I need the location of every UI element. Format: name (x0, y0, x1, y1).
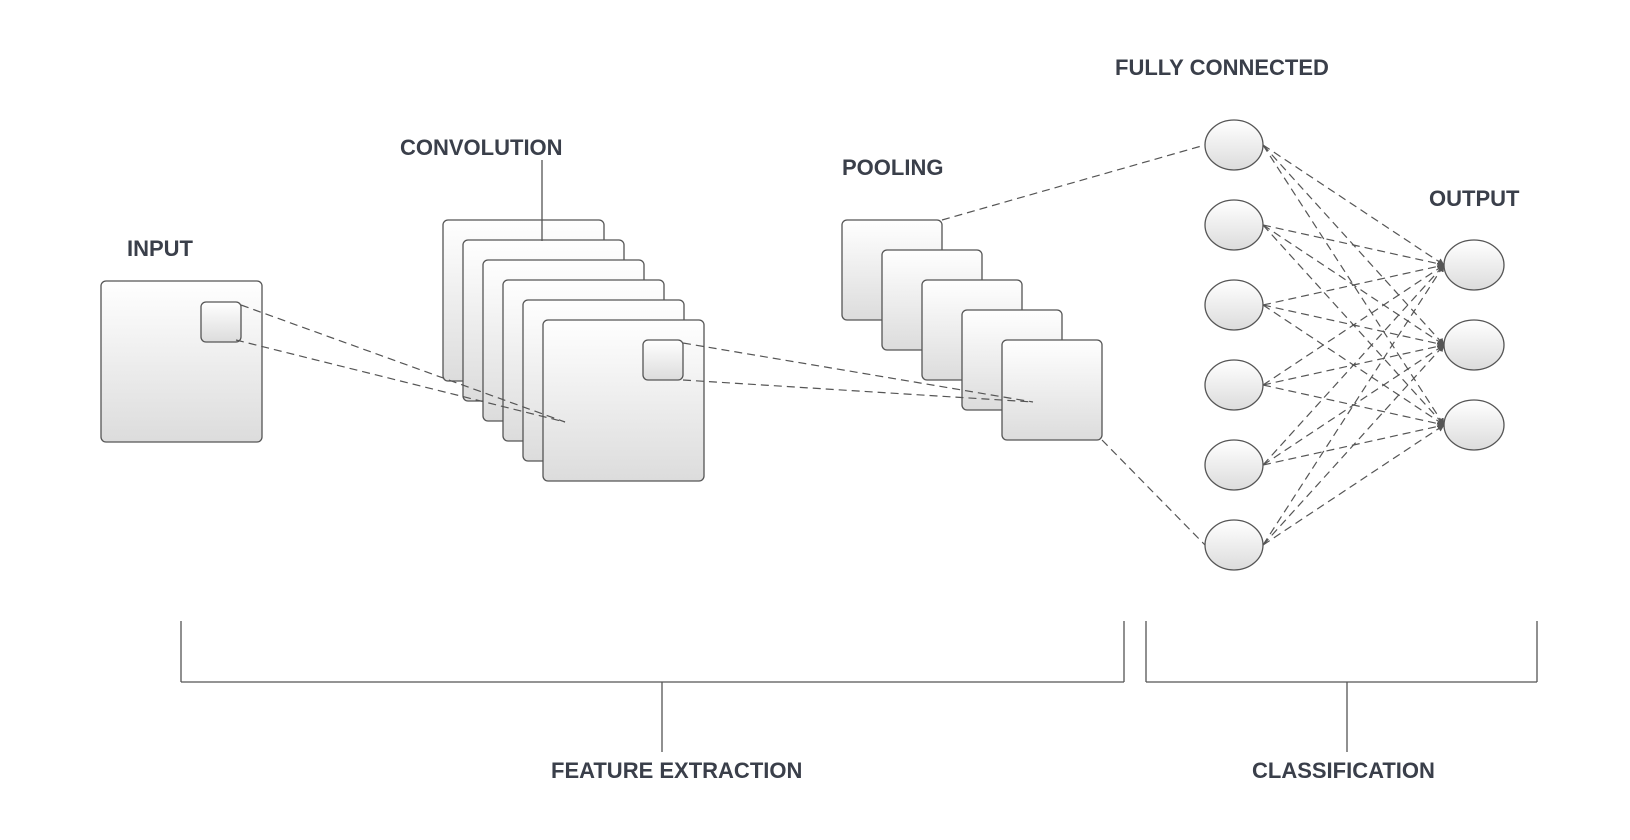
fully-connected-to-output-line (1262, 144, 1445, 266)
input-receptive-field (200, 301, 242, 343)
fully-connected-to-output-line (1262, 264, 1445, 466)
pooling-to-fully-connected-line (1101, 439, 1206, 546)
fully-connected-neuron (1204, 519, 1264, 571)
fully-connected-to-output-line (1262, 224, 1445, 268)
fully-connected-to-output-line (1262, 424, 1445, 546)
fully-connected-neuron (1204, 279, 1264, 331)
fully-connected-neuron (1204, 119, 1264, 171)
convolution-label: CONVOLUTION (400, 135, 563, 160)
output-neuron (1443, 239, 1505, 291)
convolution-to-pooling-line (682, 342, 1034, 403)
output-label: OUTPUT (1429, 186, 1520, 211)
input-to-convolution-line (240, 304, 566, 423)
fully-connected-to-output-line (1262, 344, 1445, 546)
classification-label: CLASSIFICATION (1252, 758, 1435, 783)
fully-connected-to-output-line (1262, 344, 1445, 466)
input-to-convolution-line (235, 339, 566, 423)
fully-connected-neuron (1204, 359, 1264, 411)
fully-connected-neuron (1204, 439, 1264, 491)
pooling-feature-map (1001, 339, 1103, 441)
feature-extraction-label: FEATURE EXTRACTION (551, 758, 803, 783)
fully-connected-neuron (1204, 199, 1264, 251)
convolution-to-pooling-line (682, 379, 1034, 403)
input-label: INPUT (127, 236, 193, 261)
fully-connected-to-output-line (1262, 262, 1445, 306)
output-neuron (1443, 319, 1505, 371)
convolution-receptive-field (642, 339, 684, 381)
fully-connected-to-output-line (1262, 264, 1445, 386)
fully-connected-label: FULLY CONNECTED (1115, 55, 1329, 80)
pooling-to-fully-connected-line (941, 144, 1206, 221)
fully-connected-to-output-line (1262, 264, 1445, 546)
output-neuron (1443, 399, 1505, 451)
pooling-label: POOLING (842, 155, 944, 180)
